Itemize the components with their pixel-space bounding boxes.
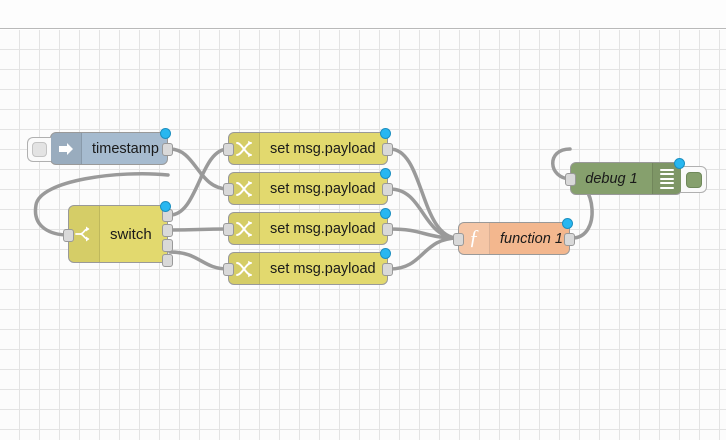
inject-trigger-button[interactable] (27, 137, 51, 162)
node-label-inject: timestamp (92, 140, 159, 157)
change-swap-icon (229, 213, 260, 244)
node-label-switch: switch (110, 225, 152, 243)
debug-enable-toggle[interactable] (681, 166, 707, 193)
status-dot-switch (160, 201, 171, 212)
node-change-2[interactable]: set msg.payload (223, 168, 393, 205)
node-function-1[interactable]: ƒ function 1 (453, 218, 575, 255)
status-dot-change-3 (380, 208, 391, 219)
change-swap-icon (229, 173, 260, 204)
node-label-function: function 1 (500, 230, 563, 247)
function-f-glyph: ƒ (468, 225, 480, 249)
wire-change4-to-function (388, 236, 460, 271)
port-in-change-3[interactable] (223, 223, 234, 236)
flow-canvas[interactable]: timestamp switch (0, 30, 726, 440)
switch-branch-icon (69, 206, 100, 262)
function-f-icon: ƒ (459, 223, 490, 254)
port-in-function[interactable] (453, 233, 464, 246)
editor-top-bar (0, 0, 726, 29)
inject-button-inner (32, 142, 47, 157)
port-out-function[interactable] (564, 233, 575, 246)
status-dot-debug (674, 158, 685, 169)
inject-arrow-icon (51, 133, 82, 164)
node-label-change-2: set msg.payload (270, 180, 376, 197)
port-in-change-1[interactable] (223, 143, 234, 156)
node-label-change-4: set msg.payload (270, 260, 376, 277)
change-swap-icon (229, 253, 260, 284)
port-in-change-2[interactable] (223, 183, 234, 196)
node-debug-1[interactable]: debug 1 (565, 158, 707, 195)
change-swap-icon (229, 133, 260, 164)
port-in-change-4[interactable] (223, 263, 234, 276)
status-dot-change-1 (380, 128, 391, 139)
node-inject-timestamp[interactable]: timestamp (27, 128, 173, 165)
node-change-4[interactable]: set msg.payload (223, 248, 393, 285)
port-out-inject[interactable] (162, 143, 173, 156)
port-out-change-1[interactable] (382, 143, 393, 156)
status-dot-change-2 (380, 168, 391, 179)
port-out-change-2[interactable] (382, 183, 393, 196)
node-label-change-1: set msg.payload (270, 140, 376, 157)
wire-change1-to-function (388, 147, 460, 240)
port-out-switch-3[interactable] (162, 239, 173, 252)
status-dot-inject (160, 128, 171, 139)
wire-inject-to-change2 (168, 147, 230, 191)
port-out-switch-4[interactable] (162, 254, 173, 267)
port-out-change-4[interactable] (382, 263, 393, 276)
status-dot-change-4 (380, 248, 391, 259)
node-change-1[interactable]: set msg.payload (223, 128, 393, 165)
port-out-switch-2[interactable] (162, 224, 173, 237)
node-label-change-3: set msg.payload (270, 220, 376, 237)
node-change-3[interactable]: set msg.payload (223, 208, 393, 245)
wire-change2-to-function (388, 187, 460, 240)
node-label-debug: debug 1 (585, 170, 638, 187)
port-in-switch[interactable] (63, 229, 74, 242)
wire-change3-to-function (388, 227, 460, 240)
wire-switch-to-change3 (168, 227, 230, 232)
status-dot-function (562, 218, 573, 229)
port-in-debug[interactable] (565, 173, 576, 186)
port-out-change-3[interactable] (382, 223, 393, 236)
wire-switch-to-change1 (168, 147, 230, 217)
node-switch[interactable]: switch (63, 201, 173, 267)
debug-lines-icon (652, 163, 681, 194)
debug-toggle-inner (685, 171, 702, 188)
wire-switch-to-change4 (168, 250, 230, 271)
